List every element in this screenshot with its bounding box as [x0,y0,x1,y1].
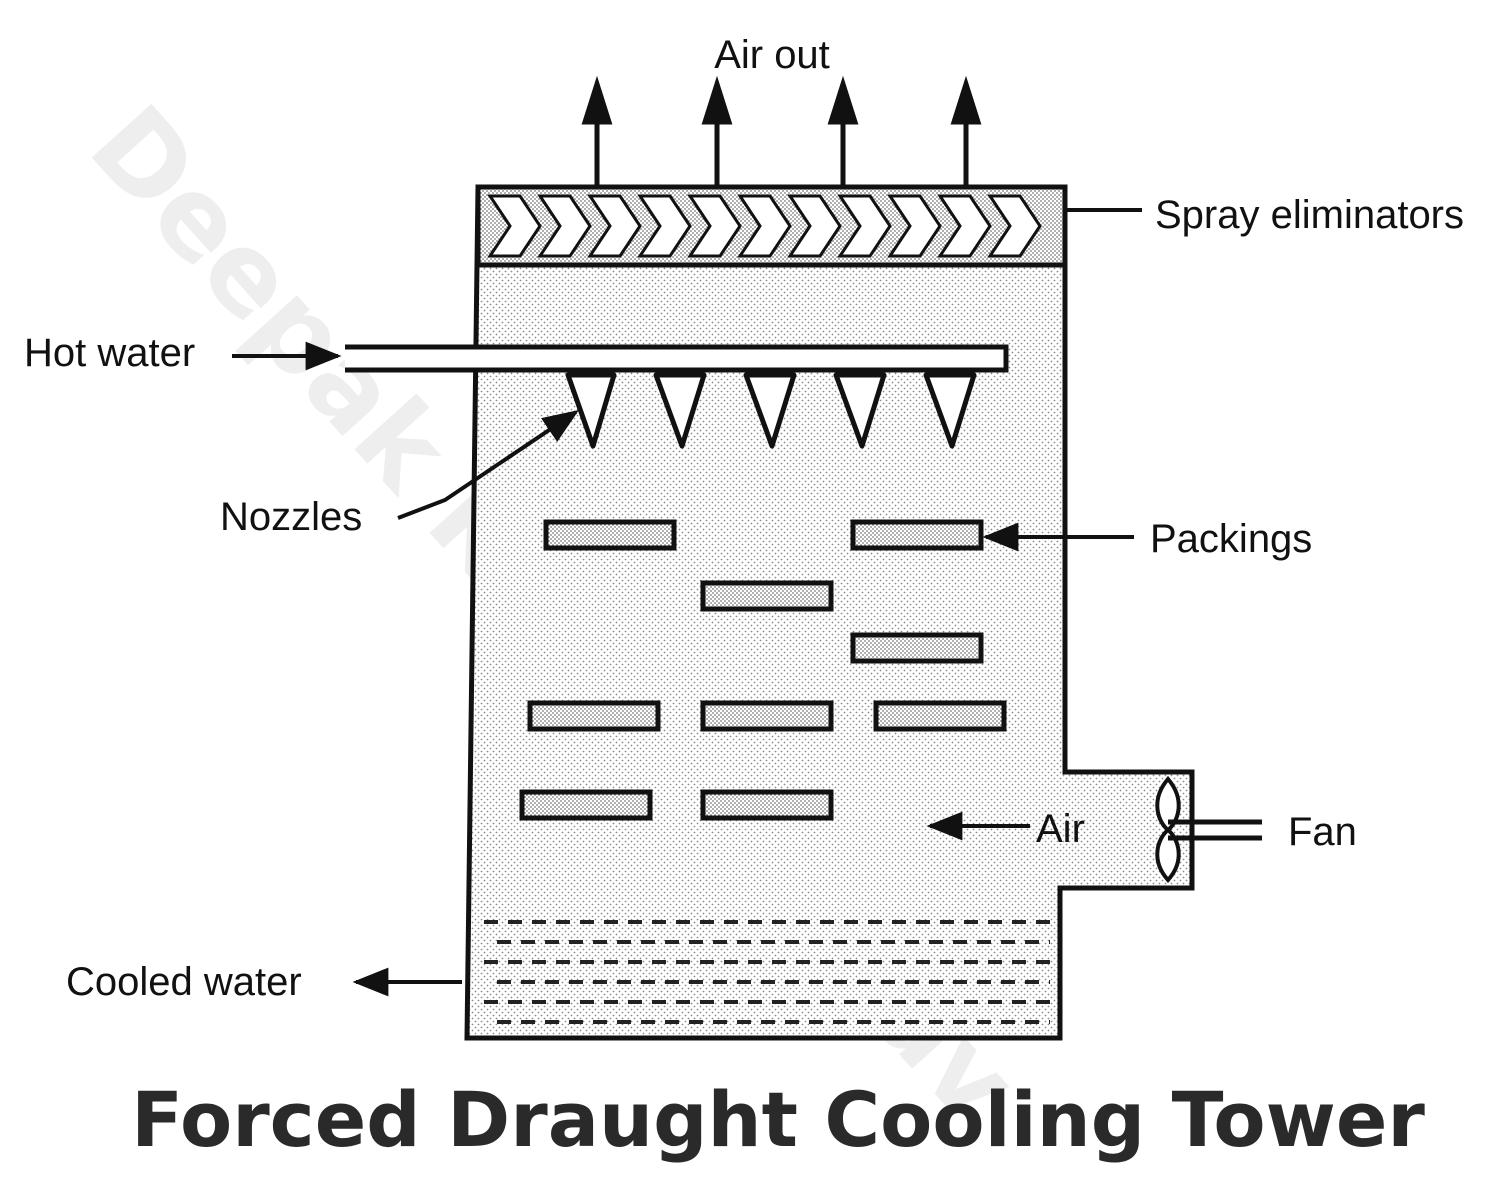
label-air: Air [1036,807,1085,851]
cooled-water [484,920,1050,1024]
label-spray-eliminators: Spray eliminators [1155,193,1464,237]
label-nozzles: Nozzles [220,495,362,539]
spray-eliminators [475,184,1068,268]
hot-water-pipe [345,344,1009,373]
tower-body [464,184,1195,1041]
label-fan: Fan [1288,810,1357,854]
air-out-arrows [581,75,982,187]
leader-lines [232,208,1142,997]
packings [519,519,1007,821]
label-hot-water: Hot water [24,331,195,375]
nozzles [565,372,977,449]
fan [1155,775,1262,883]
diagram-title: Forced Draught Cooling Tower [131,1075,1425,1164]
label-packings: Packings [1150,517,1312,561]
label-air-out: Air out [714,33,830,77]
label-cooled-water: Cooled water [66,960,302,1004]
